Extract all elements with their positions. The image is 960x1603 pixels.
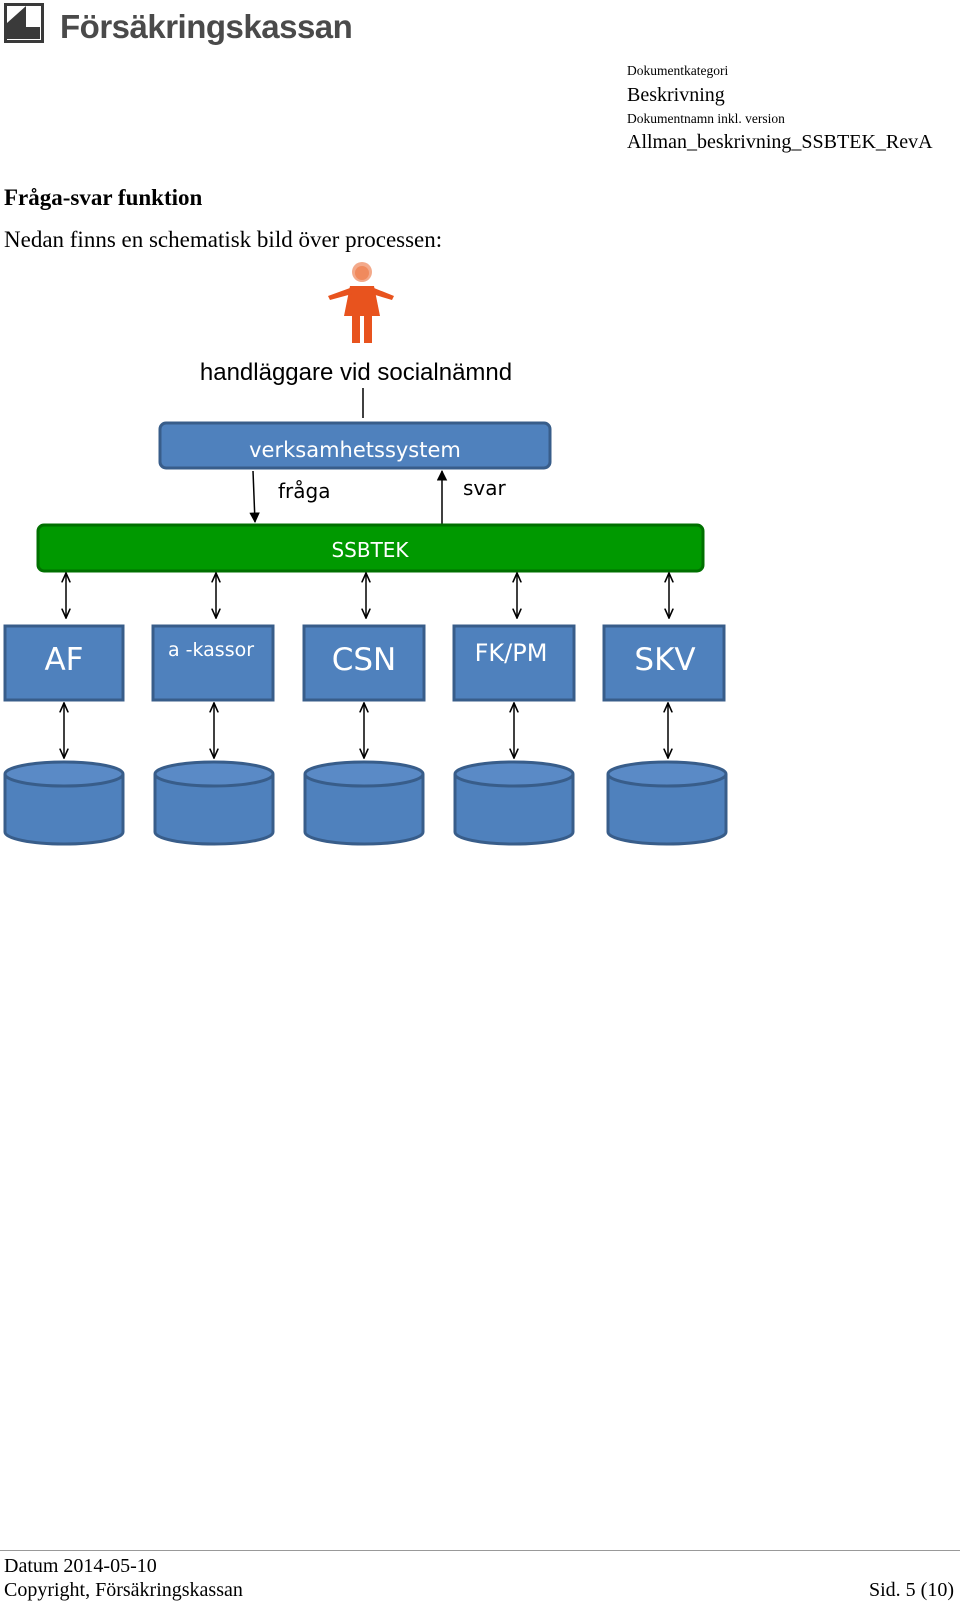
ssbtek-bus xyxy=(36,523,705,573)
logo-text: Försäkringskassan xyxy=(60,8,353,45)
agency-label-akassor: a -kassor xyxy=(168,639,254,661)
logo-icon xyxy=(4,3,44,43)
question-arrow xyxy=(249,470,260,524)
footer-copyright: Copyright, Försäkringskassan xyxy=(4,1579,243,1601)
process-diagram: handläggare vid socialnämnd verksamhetss… xyxy=(3,262,728,846)
agency-box-af xyxy=(3,624,125,702)
person-icon xyxy=(328,262,394,343)
agency-label-fkpm: FK/PM xyxy=(475,639,548,667)
database-icon-skv xyxy=(606,760,728,846)
database-icon-af xyxy=(3,760,125,846)
database-icon-csn xyxy=(303,760,425,846)
person-label: handläggare vid socialnämnd xyxy=(200,359,512,386)
ssbtek-label: SSBTEK xyxy=(331,538,409,562)
bus-agency-arrows xyxy=(66,573,669,618)
footer-page-number: Sid. 5 (10) xyxy=(869,1579,954,1601)
category-value: Beskrivning xyxy=(627,84,725,106)
agency-box-csn xyxy=(302,624,426,702)
agency-db-arrows xyxy=(64,703,668,758)
database-icon-fkpm xyxy=(453,760,575,846)
docname-label: Dokumentnamn inkl. version xyxy=(627,111,785,126)
system-label: verksamhetssystem xyxy=(249,438,461,462)
footer-date: Datum 2014-05-10 xyxy=(4,1555,157,1577)
database-icon-akassor xyxy=(153,760,275,846)
docname-value: Allman_beskrivning_SSBTEK_RevA xyxy=(627,131,933,153)
category-label: Dokumentkategori xyxy=(627,63,729,78)
agency-box-akassor xyxy=(151,624,275,702)
agency-box-skv xyxy=(602,624,726,702)
agency-label-csn: CSN xyxy=(332,642,397,678)
answer-label: svar xyxy=(463,476,507,500)
section-heading: Fråga-svar funktion xyxy=(4,185,203,210)
agency-box-fkpm xyxy=(452,624,576,702)
footer-divider xyxy=(0,1550,960,1551)
question-label: fråga xyxy=(278,479,330,503)
agency-label-af: AF xyxy=(44,642,83,678)
intro-text: Nedan finns en schematisk bild över proc… xyxy=(4,227,443,252)
system-box xyxy=(158,421,552,470)
agency-label-skv: SKV xyxy=(634,642,695,678)
